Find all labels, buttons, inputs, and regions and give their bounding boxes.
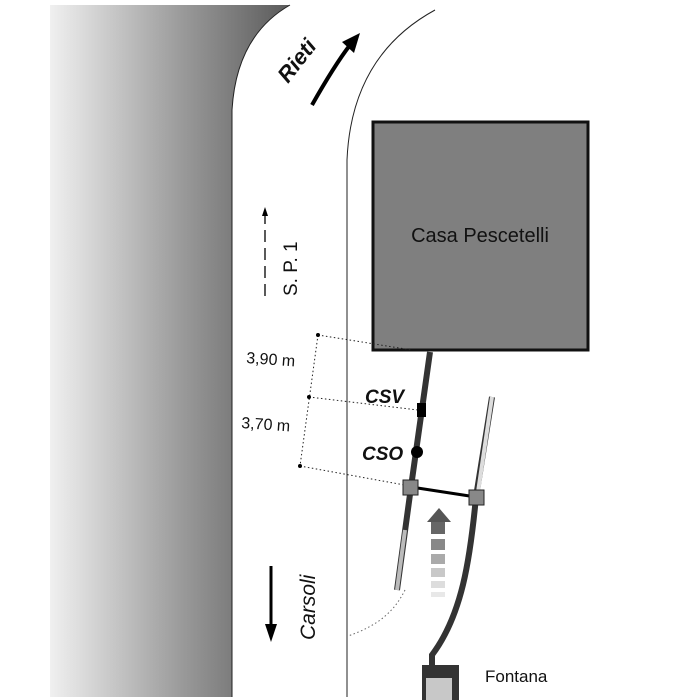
dimension-tick-middle: [307, 395, 311, 399]
dimension-line-vertical: [299, 334, 319, 467]
flow-arrow-shaft-3: [431, 554, 445, 564]
main-pipe-lower-segment: [395, 529, 407, 591]
dimension-tick-top: [316, 333, 320, 337]
distance-label-upper: 3,90 m: [246, 350, 296, 370]
cross-connection: [410, 485, 477, 499]
road-centerline-arrow-icon: [262, 207, 268, 216]
flow-arrow-shaft-2: [431, 539, 445, 550]
road-name-label: S. P. 1: [281, 241, 302, 296]
junction-box-left: [402, 479, 419, 496]
cso-marker: [411, 446, 423, 458]
flow-arrow-shaft-1: [431, 522, 445, 534]
rieti-arrowhead-icon: [342, 33, 360, 53]
flow-arrow-shaft-6: [431, 592, 445, 597]
junction-box-right: [468, 489, 485, 506]
csv-valve-marker: [417, 403, 426, 417]
road-edge-east: [346, 9, 436, 697]
dotted-curve: [347, 589, 406, 637]
flow-arrow-shaft-4: [431, 568, 445, 577]
fountain-label: Fontana: [485, 667, 548, 686]
secondary-pipe: [429, 396, 495, 668]
flow-arrow-shaft-5: [431, 581, 445, 588]
rieti-direction-arrow: [310, 43, 352, 106]
hillside-area: [50, 5, 290, 697]
distance-label-lower: 3,70 m: [241, 415, 291, 435]
fountain-basin: [426, 678, 452, 700]
dimension-tick-bottom: [298, 464, 302, 468]
flow-arrow-icon: [427, 508, 451, 522]
secondary-pipe-top-segment: [476, 396, 494, 493]
csv-label: CSV: [365, 387, 405, 408]
road-edge-west: [231, 4, 291, 697]
carsoli-arrowhead-icon: [265, 624, 277, 642]
carsoli-label: Carsoli: [297, 573, 320, 640]
dimension-line-bottom: [299, 465, 411, 487]
building-casa-pescetelli: [371, 120, 590, 352]
building-label: Casa Pescetelli: [411, 225, 549, 247]
cso-label: CSO: [362, 444, 403, 465]
rieti-label: Rieti: [272, 33, 322, 87]
